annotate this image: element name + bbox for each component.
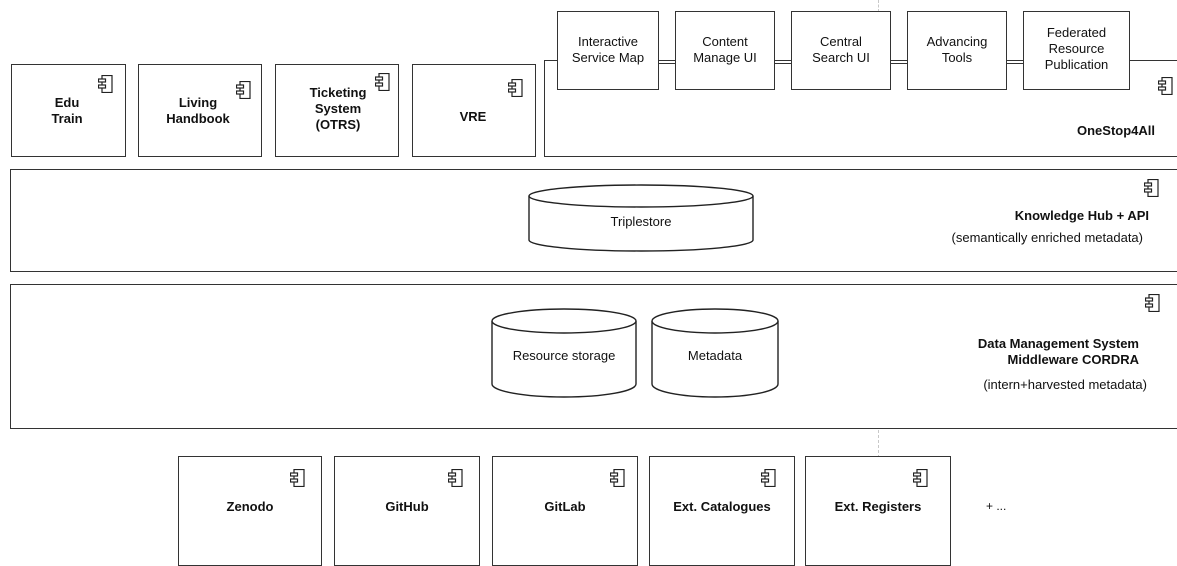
resource-storage-label: Resource storage [512, 348, 616, 363]
tool-interactive-service-map[interactable]: Interactive Service Map [557, 11, 659, 90]
tool-label: Central Search UI [812, 34, 870, 65]
triplestore-label: Triplestore [610, 214, 672, 229]
component-edu-train[interactable]: Edu Train [11, 64, 126, 157]
component-label: GitLab [544, 499, 586, 514]
data-management-subtitle: (intern+harvested metadata) [983, 377, 1147, 392]
component-icon [1158, 77, 1173, 95]
metadata-storage[interactable] [651, 308, 779, 398]
tool-label: Content Manage UI [693, 34, 757, 65]
tool-federated-resource-publication[interactable]: Federated Resource Publication [1023, 11, 1130, 90]
tool-central-search-ui[interactable]: Central Search UI [791, 11, 891, 90]
knowledge-hub-title: Knowledge Hub + API [1014, 208, 1149, 223]
component-label: Edu Train [51, 95, 83, 126]
component-living-handbook[interactable]: Living Handbook [138, 64, 262, 157]
component-icon [98, 75, 113, 93]
tool-connector [891, 63, 907, 64]
component-icon [913, 469, 928, 487]
guide-line-top [878, 0, 879, 12]
component-ext-registers[interactable]: Ext. Registers [805, 456, 951, 566]
component-icon [448, 469, 463, 487]
component-icon [1144, 179, 1159, 197]
tool-label: Federated Resource Publication [1044, 25, 1109, 72]
data-management-title: Data Management System Middleware CORDRA [977, 336, 1139, 367]
component-ticketing-system[interactable]: Ticketing System (OTRS) [275, 64, 399, 157]
component-icon [610, 469, 625, 487]
tool-connector [775, 63, 791, 64]
component-icon [1145, 294, 1160, 312]
component-label: VRE [459, 109, 487, 124]
knowledge-hub-subtitle: (semantically enriched metadata) [951, 230, 1143, 245]
knowledge-hub-layer[interactable]: Knowledge Hub + API (semantically enrich… [10, 169, 1177, 272]
triplestore-storage[interactable] [528, 184, 754, 252]
component-ext-catalogues[interactable]: Ext. Catalogues [649, 456, 795, 566]
onestop4all-title: OneStop4All [1076, 123, 1155, 138]
tool-content-manage-ui[interactable]: Content Manage UI [675, 11, 775, 90]
component-icon [508, 79, 523, 97]
tool-label: Interactive Service Map [571, 34, 645, 65]
component-zenodo[interactable]: Zenodo [178, 456, 322, 566]
component-gitlab[interactable]: GitLab [492, 456, 638, 566]
tool-label: Advancing Tools [926, 34, 988, 65]
tool-connector [659, 63, 675, 64]
component-label: Ext. Registers [834, 499, 922, 514]
component-label: GitHub [385, 499, 429, 514]
component-github[interactable]: GitHub [334, 456, 480, 566]
more-components-label: + ... [986, 499, 1007, 513]
tool-connector [1007, 63, 1023, 64]
component-vre[interactable]: VRE [412, 64, 536, 157]
component-icon [290, 469, 305, 487]
metadata-storage-label: Metadata [687, 348, 743, 363]
guide-line-bottom [878, 430, 879, 458]
component-label: Zenodo [226, 499, 274, 514]
component-label: Ext. Catalogues [673, 499, 771, 514]
component-icon [761, 469, 776, 487]
component-label: Ticketing System (OTRS) [309, 85, 367, 132]
component-label: Living Handbook [166, 95, 230, 126]
tool-advancing-tools[interactable]: Advancing Tools [907, 11, 1007, 90]
resource-storage[interactable] [491, 308, 637, 398]
